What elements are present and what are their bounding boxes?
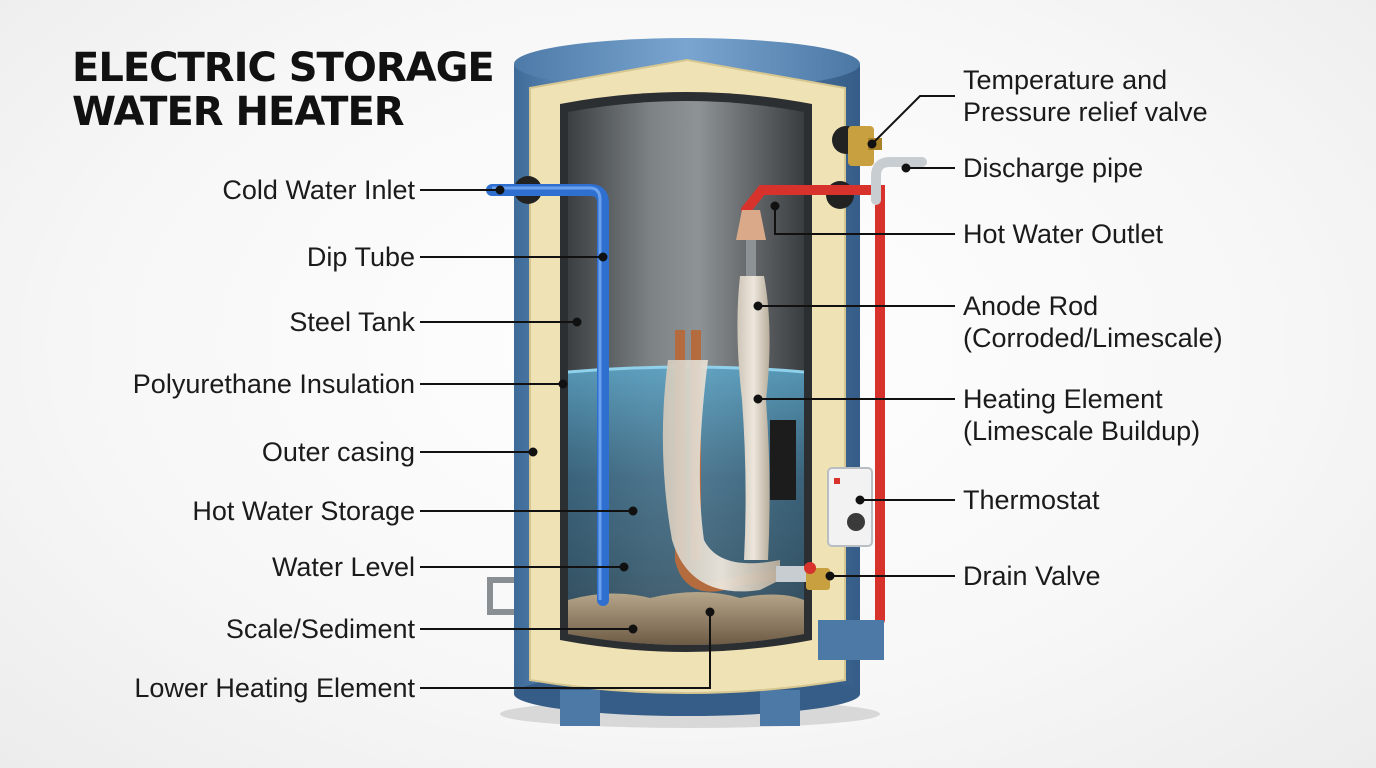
label-lower-heating-element: Lower Heating Element bbox=[134, 673, 415, 703]
label-thermostat: Thermostat bbox=[963, 485, 1100, 515]
leader-lines-left bbox=[420, 185, 715, 689]
label-drain-valve: Drain Valve bbox=[963, 561, 1101, 591]
drain-valve bbox=[776, 562, 830, 590]
label-hot-water-outlet: Hot Water Outlet bbox=[963, 219, 1164, 249]
sediment-layer bbox=[568, 592, 804, 645]
heating-element bbox=[662, 330, 781, 592]
discharge-pipe bbox=[871, 157, 927, 205]
label-anode-rod-line2: (Corroded/Limescale) bbox=[963, 323, 1223, 353]
diagram-title: ELECTRIC STORAGE WATER HEATER bbox=[72, 45, 495, 135]
label-anode-rod: Anode Rod (Corroded/Limescale) bbox=[963, 290, 1223, 354]
label-heating-element-line2: (Limescale Buildup) bbox=[963, 416, 1201, 446]
tp-relief-valve bbox=[832, 126, 882, 166]
label-scale-sediment: Scale/Sediment bbox=[225, 614, 415, 644]
label-polyurethane-insulation: Polyurethane Insulation bbox=[132, 369, 415, 399]
label-tp-relief-valve: Temperature and Pressure relief valve bbox=[963, 64, 1208, 128]
cold-inlet-and-dip-tube bbox=[486, 176, 609, 606]
label-dip-tube: Dip Tube bbox=[306, 242, 415, 272]
label-steel-tank: Steel Tank bbox=[289, 307, 415, 337]
label-outer-casing: Outer casing bbox=[261, 437, 415, 467]
label-anode-rod-line1: Anode Rod bbox=[963, 291, 1099, 321]
anode-rod bbox=[736, 210, 770, 560]
title-line-1: ELECTRIC STORAGE bbox=[72, 45, 495, 91]
label-hot-water-storage: Hot Water Storage bbox=[192, 496, 415, 526]
label-water-level: Water Level bbox=[271, 552, 415, 582]
label-heating-element-line1: Heating Element bbox=[963, 384, 1163, 414]
label-tp-relief-valve-line1: Temperature and bbox=[963, 65, 1168, 95]
label-discharge-pipe: Discharge pipe bbox=[963, 153, 1144, 183]
label-cold-water-inlet: Cold Water Inlet bbox=[222, 175, 415, 205]
label-tp-relief-valve-line2: Pressure relief valve bbox=[963, 97, 1208, 127]
title-line-2: WATER HEATER bbox=[72, 89, 405, 135]
junction-box bbox=[818, 620, 884, 660]
leader-lines-right bbox=[753, 95, 955, 581]
mounting-bracket bbox=[487, 577, 514, 615]
thermostat bbox=[770, 420, 873, 547]
label-heating-element: Heating Element (Limescale Buildup) bbox=[963, 383, 1200, 447]
